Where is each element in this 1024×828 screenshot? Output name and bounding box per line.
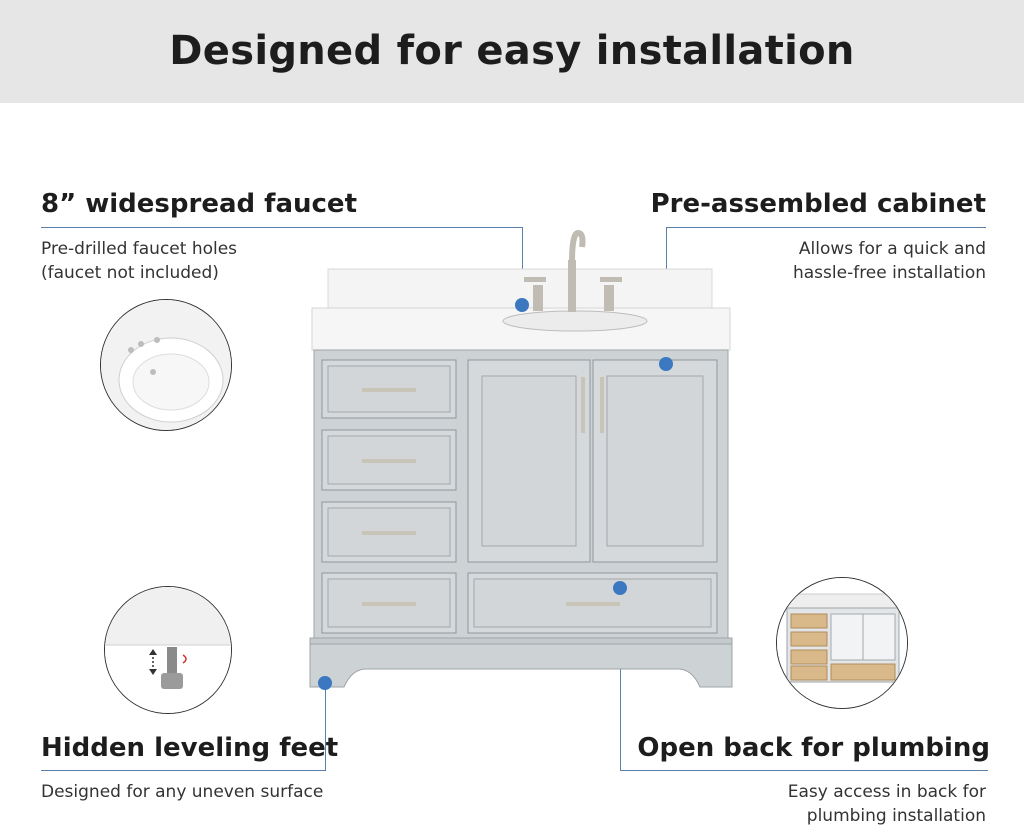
feet-marker-dot	[318, 676, 332, 690]
feet-leader-line-v	[325, 683, 326, 771]
cabinet-feature-desc-1: Allows for a quick and	[798, 239, 986, 259]
faucet-feature-desc-2: (faucet not included)	[41, 263, 219, 283]
feet-leader-line-h	[41, 770, 326, 771]
plumbing-leader-line-v	[620, 588, 621, 771]
plumbing-leader-line-h	[620, 770, 988, 771]
plumbing-feature-desc-1: Easy access in back for	[787, 782, 986, 802]
feet-feature-title: Hidden leveling feet	[41, 733, 339, 763]
cabinet-marker-dot	[659, 357, 673, 371]
cabinet-feature-title: Pre-assembled cabinet	[650, 189, 986, 219]
faucet-feature-title: 8” widespread faucet	[41, 189, 357, 219]
header-banner: Designed for easy installation	[0, 0, 1024, 103]
faucet-holes-closeup	[100, 299, 232, 431]
faucet-leader-line-h	[41, 227, 523, 228]
plumbing-feature-title: Open back for plumbing	[637, 733, 990, 763]
leveling-foot-closeup-icon	[105, 587, 231, 713]
cabinet-leader-line-h	[666, 227, 986, 228]
faucet-feature-desc-1: Pre-drilled faucet holes	[41, 239, 238, 259]
faucet-leader-line-v	[522, 227, 523, 305]
leveling-foot-closeup	[104, 586, 232, 714]
cabinet-feature-desc-2: hassle-free installation	[792, 263, 986, 283]
open-back-closeup-icon	[777, 578, 907, 708]
vanity-illustration	[309, 229, 733, 688]
plumbing-marker-dot	[613, 581, 627, 595]
page-title: Designed for easy installation	[169, 28, 855, 74]
open-back-closeup	[776, 577, 908, 709]
feet-feature-desc: Designed for any uneven surface	[41, 782, 324, 802]
plumbing-feature-desc-2: plumbing installation	[806, 806, 986, 826]
faucet-holes-closeup-icon	[101, 300, 231, 430]
faucet-marker-dot	[515, 298, 529, 312]
